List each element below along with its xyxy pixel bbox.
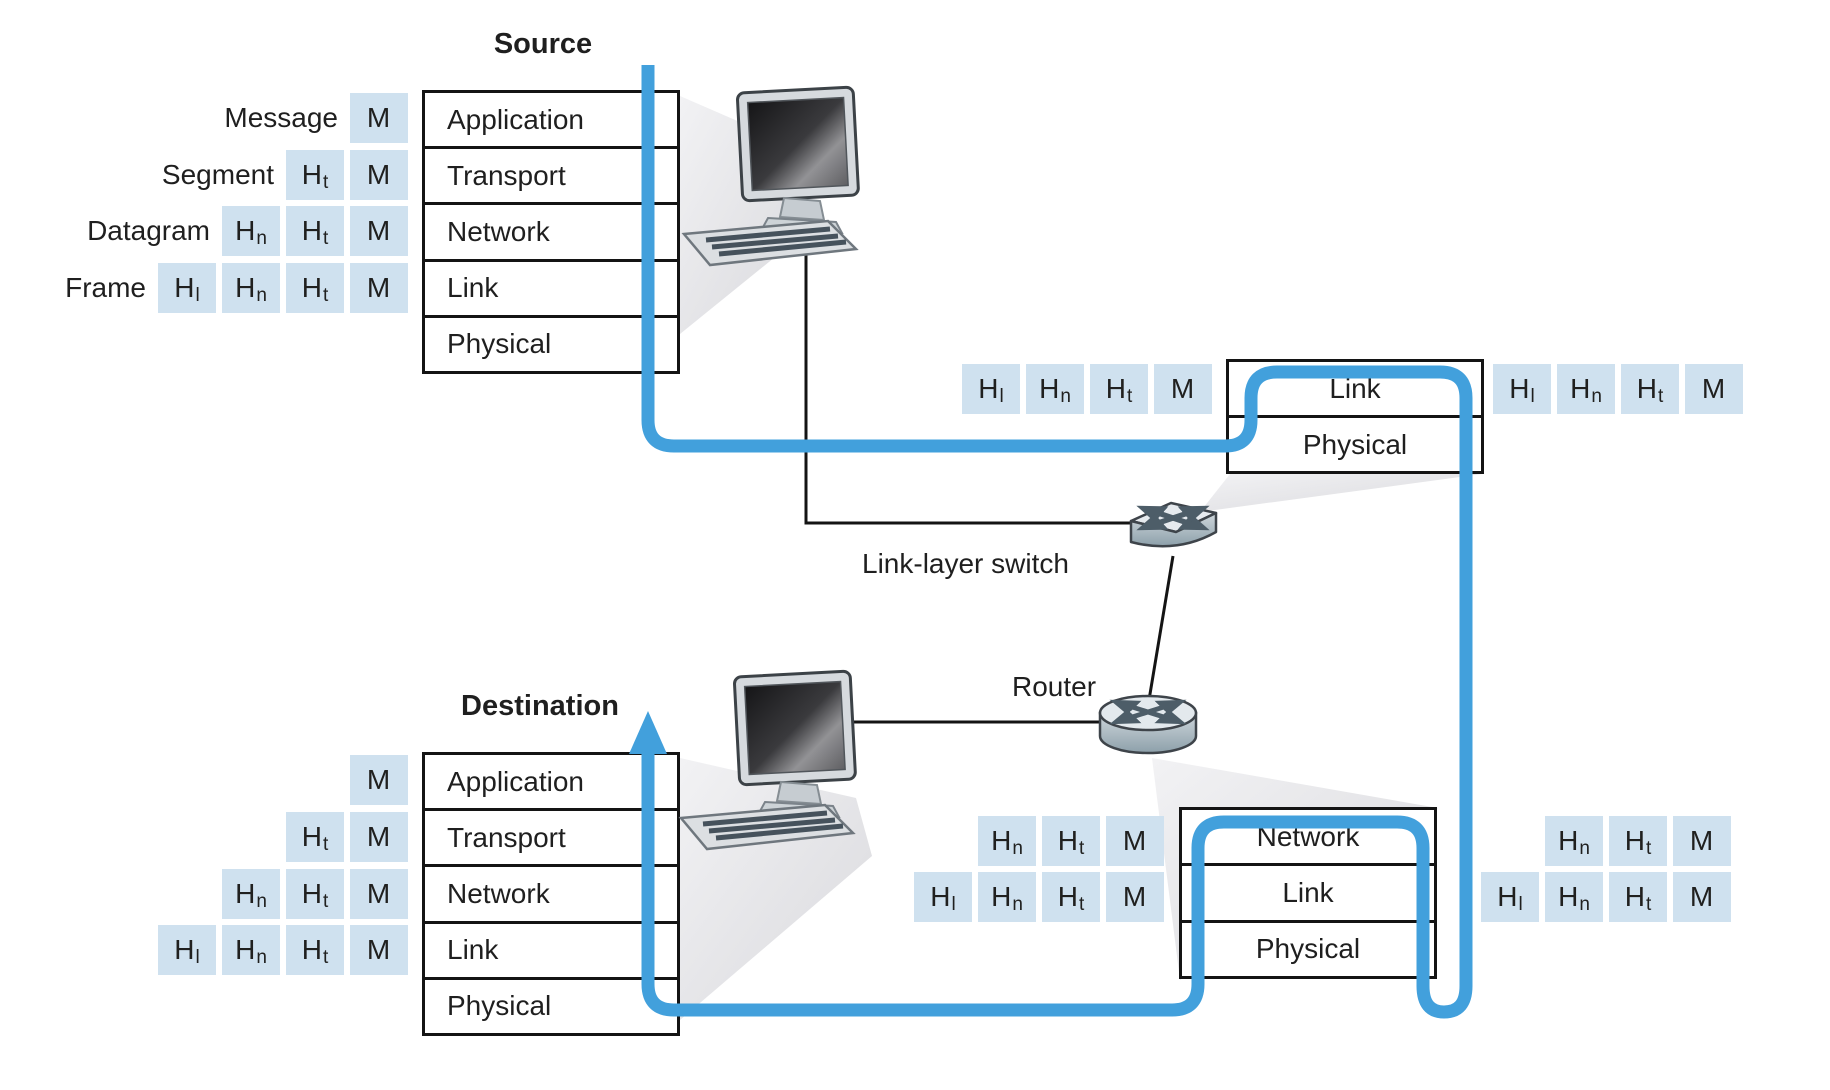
dst-datagram-m: M (350, 869, 408, 919)
dst-segment-m: M (350, 812, 408, 862)
source-layer-transport: Transport (425, 146, 677, 202)
switch-layer-link: Link (1329, 372, 1381, 404)
source-layer-application: Application (447, 103, 584, 135)
src-message-m: M (350, 93, 408, 143)
router-layer-physical: Physical (1182, 919, 1434, 976)
destination-layer-transport: Transport (425, 808, 677, 864)
destination-layer-link: Link (425, 920, 677, 977)
switch-right-m: M (1685, 364, 1743, 414)
router-stack: Network Link Physical (1179, 807, 1437, 979)
link-layer-switch-icon (1129, 501, 1218, 548)
source-beam (680, 96, 806, 334)
destination-title: Destination (461, 690, 619, 722)
src-datagram-m: M (350, 206, 408, 256)
router-label: Router (1012, 671, 1097, 702)
router-left-m1: M (1106, 816, 1164, 866)
switch-layer-physical: Physical (1229, 415, 1481, 471)
destination-layer-physical: Physical (425, 976, 677, 1033)
pdu-label-segment: Segment (161, 159, 274, 190)
pdu-label-message: Message (224, 102, 338, 133)
source-layer-network: Network (425, 202, 677, 258)
pdu-label-frame: Frame (65, 272, 146, 303)
destination-computer-icon (681, 671, 856, 849)
router-right-m1: M (1673, 816, 1731, 866)
destination-stack: Application Transport Network Link Physi… (422, 752, 680, 1036)
switch-label: Link-layer switch (862, 548, 1069, 579)
dst-message-m: M (350, 755, 408, 805)
source-layer-link: Link (425, 258, 677, 315)
switch-left-m: M (1154, 364, 1212, 414)
switch-to-router-link (1147, 555, 1175, 701)
source-layer-physical: Physical (425, 314, 677, 371)
source-title: Source (493, 28, 593, 60)
router-layer-network: Network (1256, 820, 1360, 852)
router-right-m2: M (1673, 872, 1731, 922)
destination-layer-application: Application (447, 765, 584, 797)
router-left-m2: M (1106, 872, 1164, 922)
switch-stack: Link Physical (1226, 359, 1484, 474)
switch-beam (1200, 474, 1482, 512)
src-frame-m: M (350, 263, 408, 313)
destination-beam (680, 758, 872, 1020)
destination-layer-network: Network (425, 864, 677, 920)
source-stack: Application Transport Network Link Physi… (422, 90, 680, 374)
src-segment-m: M (350, 150, 408, 200)
router-layer-link: Link (1182, 863, 1434, 919)
pdu-label-datagram: Datagram (87, 215, 210, 246)
router-icon (1098, 694, 1198, 755)
dst-frame-m: M (350, 925, 408, 975)
source-computer-icon (684, 87, 859, 265)
